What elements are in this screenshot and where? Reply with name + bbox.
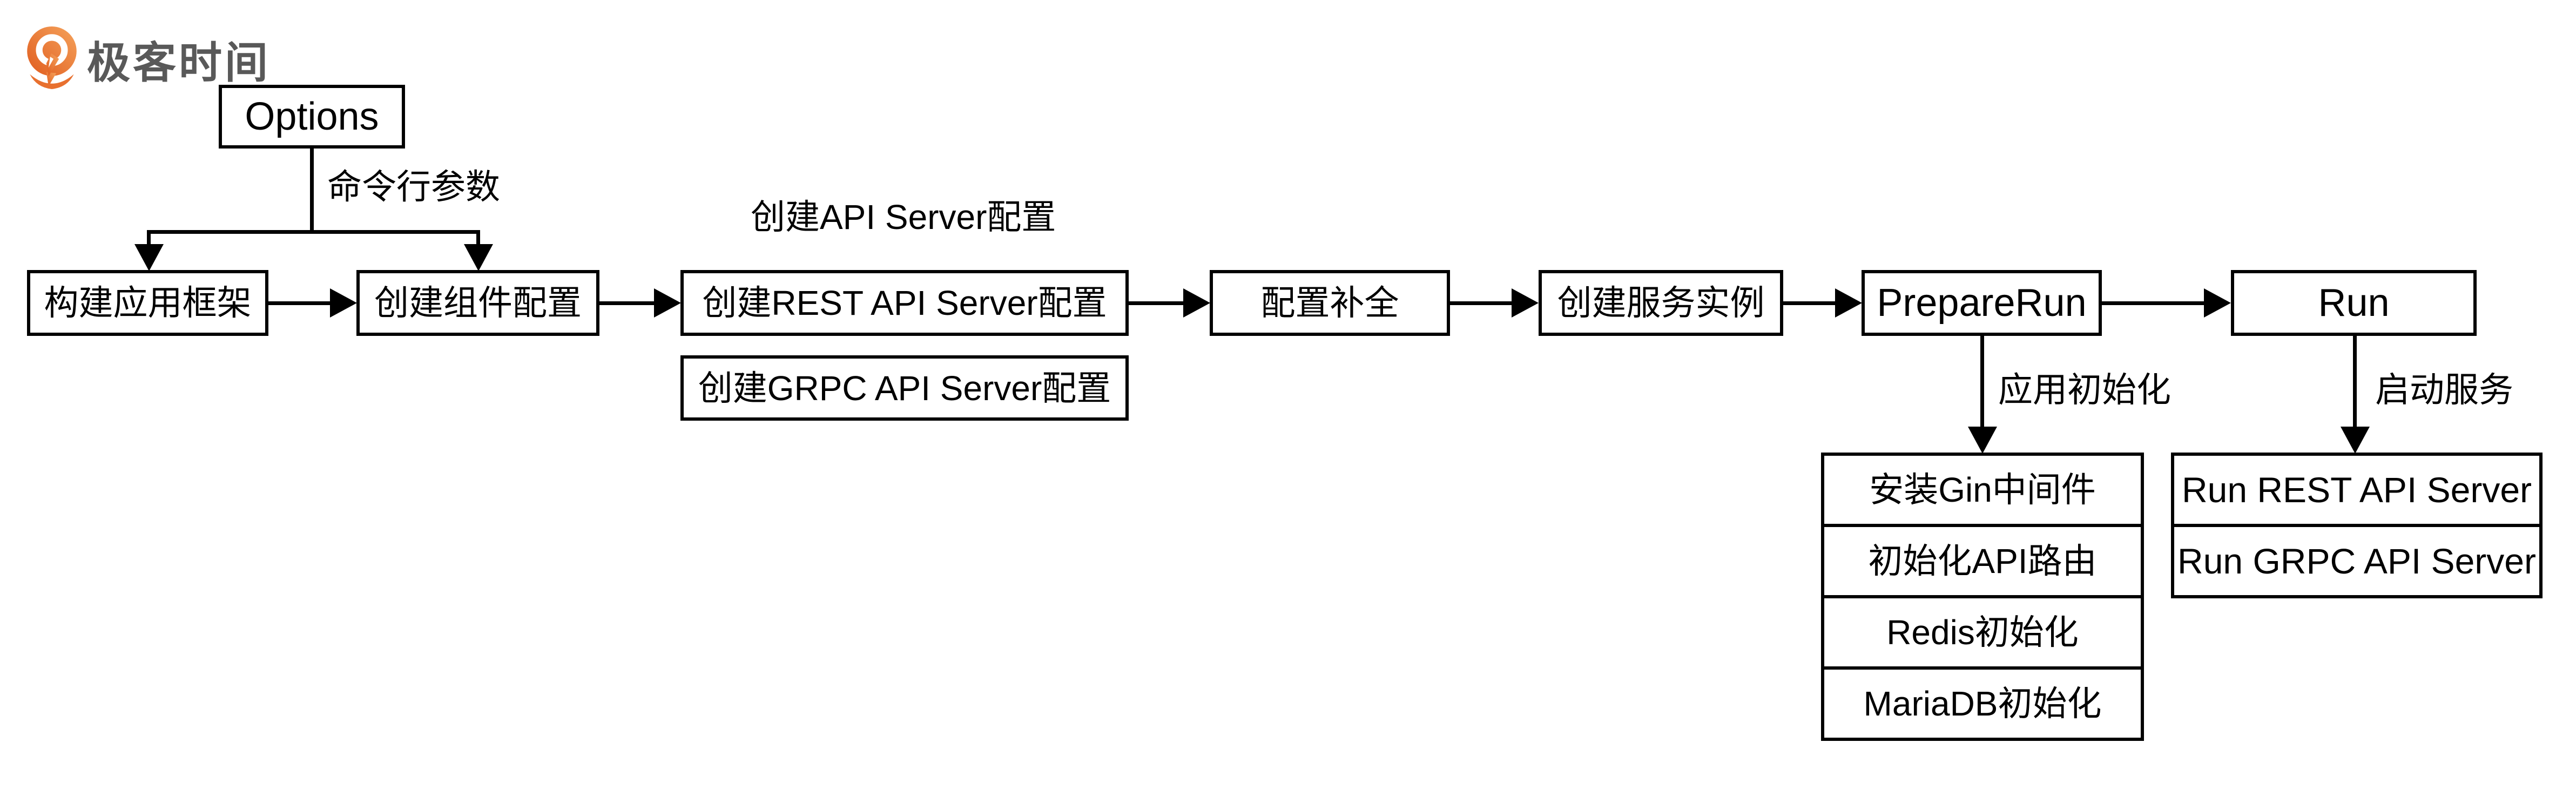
arrow-line-build-to-component bbox=[268, 301, 332, 305]
brand-logo: 极客时间 bbox=[24, 26, 271, 92]
flow-box-config-complete: 配置补全 bbox=[1210, 270, 1450, 336]
edge-label-cmdline: 命令行参数 bbox=[327, 167, 500, 206]
flow-box-run: Run bbox=[2231, 270, 2477, 336]
run-step-rest-api-server: Run REST API Server bbox=[2171, 453, 2543, 527]
arrowhead-preparerun-to-init bbox=[1968, 427, 1997, 454]
arrowhead-preparerun-to-run bbox=[2204, 288, 2231, 318]
arrow-line-preparerun-to-init bbox=[1980, 334, 1984, 429]
arrow-line-run-to-servers bbox=[2353, 334, 2357, 429]
arrowhead-into-component-config bbox=[464, 244, 493, 271]
edge-label-app-init: 应用初始化 bbox=[1998, 370, 2171, 409]
flow-box-create-component-config: 创建组件配置 bbox=[356, 270, 599, 336]
init-step-install-gin-middleware: 安装Gin中间件 bbox=[1821, 453, 2144, 527]
edge-label-api-server-config: 创建API Server配置 bbox=[751, 198, 1056, 237]
arrow-line-complete-to-instance bbox=[1450, 301, 1513, 305]
flow-box-create-service-instance: 创建服务实例 bbox=[1539, 270, 1783, 336]
arrow-line-rest-to-complete bbox=[1129, 301, 1185, 305]
arrow-line-component-to-rest bbox=[599, 301, 656, 305]
arrowhead-rest-to-complete bbox=[1183, 288, 1210, 318]
branch-left-stub bbox=[147, 230, 151, 246]
options-stem-line bbox=[310, 146, 314, 233]
branch-right-stub bbox=[476, 230, 480, 246]
edge-label-start-service: 启动服务 bbox=[2375, 370, 2513, 409]
branch-line bbox=[147, 230, 480, 234]
flow-box-build-app-framework: 构建应用框架 bbox=[27, 270, 268, 336]
arrowhead-build-to-component bbox=[330, 288, 357, 318]
arrow-line-instance-to-preparerun bbox=[1783, 301, 1837, 305]
arrowhead-instance-to-preparerun bbox=[1835, 288, 1862, 318]
geektime-pin-icon bbox=[24, 26, 79, 92]
init-step-redis-init: Redis初始化 bbox=[1821, 595, 2144, 670]
brand-name: 极客时间 bbox=[87, 38, 271, 87]
arrow-line-preparerun-to-run bbox=[2102, 301, 2206, 305]
box-create-grpc-api-server-config: 创建GRPC API Server配置 bbox=[680, 355, 1129, 421]
init-step-mariadb-init: MariaDB初始化 bbox=[1821, 666, 2144, 741]
arrowhead-complete-to-instance bbox=[1512, 288, 1539, 318]
arrowhead-into-build-framework bbox=[134, 244, 164, 271]
arrowhead-run-to-servers bbox=[2341, 427, 2370, 454]
flow-box-prepare-run: PrepareRun bbox=[1862, 270, 2102, 336]
flow-box-create-rest-api-server-config: 创建REST API Server配置 bbox=[680, 270, 1129, 336]
run-step-grpc-api-server: Run GRPC API Server bbox=[2171, 524, 2543, 598]
box-options: Options bbox=[219, 85, 405, 149]
init-step-init-api-routes: 初始化API路由 bbox=[1821, 524, 2144, 598]
arrowhead-component-to-rest bbox=[654, 288, 681, 318]
